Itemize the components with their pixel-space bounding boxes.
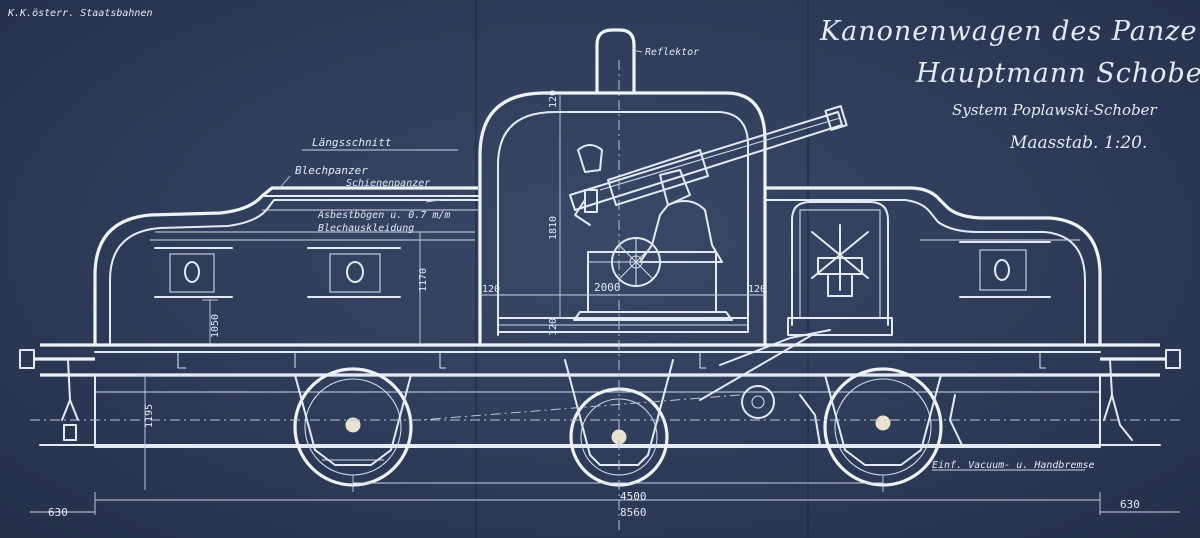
running-gear <box>293 329 963 487</box>
dim-wall-right: 120 <box>748 284 766 295</box>
dim-overhang-left: 630 <box>48 506 68 519</box>
title-line-1: Kanonenwagen des Panze <box>819 16 1197 47</box>
reflector-label: Reflektor <box>645 47 699 58</box>
loophole-1 <box>154 247 233 298</box>
elevation-handwheel <box>611 237 661 287</box>
rail-armor-label: Schienenpanzer <box>346 178 430 189</box>
dim-turret-height: 1810 <box>548 216 559 240</box>
plate-armor-label: Blechpanzer <box>295 164 368 177</box>
rear-cab <box>787 201 893 336</box>
dim-overall-length: 8560 <box>620 506 647 519</box>
loophole-2 <box>307 247 401 298</box>
wheel-left <box>293 367 413 487</box>
system-label: System Poplawski-Schober <box>952 101 1158 119</box>
dim-turret-width: 2000 <box>594 281 621 294</box>
dim-wheelbase: 4500 <box>620 490 647 503</box>
dim-roof: 120 <box>548 90 559 108</box>
dim-body-height: 1170 <box>418 268 429 292</box>
dimension-lines <box>30 49 1180 530</box>
cannon-mount <box>569 105 848 321</box>
scale-label: Maasstab. 1:20. <box>1009 133 1147 153</box>
brake-label: Einf. Vacuum- u. Handbremse <box>932 460 1095 471</box>
loophole-3 <box>959 241 1051 298</box>
armor-body <box>19 28 1181 448</box>
dim-wall-left: 120 <box>482 284 500 295</box>
side-loopholes <box>154 241 1051 298</box>
sheet-lining-label: Blechauskleidung <box>318 223 414 234</box>
section-label: Längsschnitt <box>312 136 392 149</box>
dim-axle-height: 1195 <box>144 404 155 428</box>
title-line-2: Hauptmann Schober <box>915 58 1200 89</box>
asbestos-label: Asbestbögen u. 0.7 m/m <box>317 210 450 221</box>
dim-overhang-right: 630 <box>1120 498 1140 511</box>
railway-label: K.K.österr. Staatsbahnen <box>7 8 153 19</box>
dim-deck-height: 1050 <box>210 314 221 338</box>
dim-floor: 120 <box>548 318 559 336</box>
wheel-right <box>823 367 943 487</box>
